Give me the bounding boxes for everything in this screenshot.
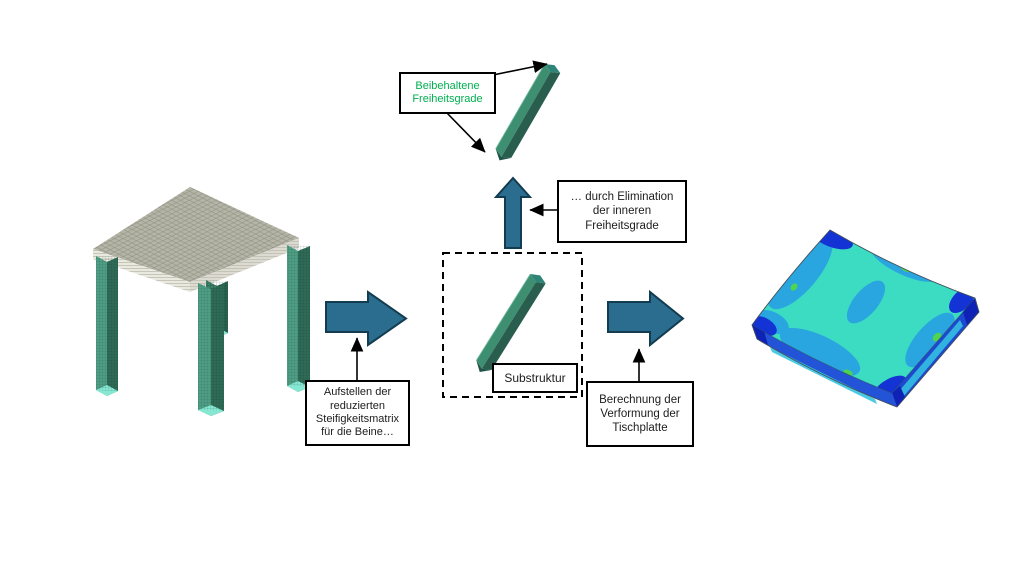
elimination-note-box: … durch Elimination der inneren Freiheit… [557,180,687,243]
deformed-plate-contour [751,229,980,408]
plate-contour-top [752,230,975,393]
retained-dof-connector-arrows [445,60,548,153]
flow-arrow-up-elimination [493,176,533,249]
retained-dof-beam [495,63,561,161]
flow-arrow-right-legs [325,290,408,347]
table-leg-left [96,256,118,396]
table-fe-model [93,187,310,416]
deformation-note-box: Berechnung der Verformung der Tischplatt… [586,381,694,447]
substructure-beam [475,273,546,373]
stiffness-matrix-note-box: Aufstellen der reduzierten Steifigkeitsm… [305,380,410,446]
table-leg-front [198,283,224,416]
substructure-label-box: Substruktur [492,363,578,393]
tabletop-mesh [93,187,299,282]
table-leg-right [287,245,310,392]
retained-dof-label-box: Beibehaltene Freiheitsgrade [399,72,496,114]
substructure-dashed-frame [442,252,583,398]
flow-arrow-right-plate [607,289,685,348]
